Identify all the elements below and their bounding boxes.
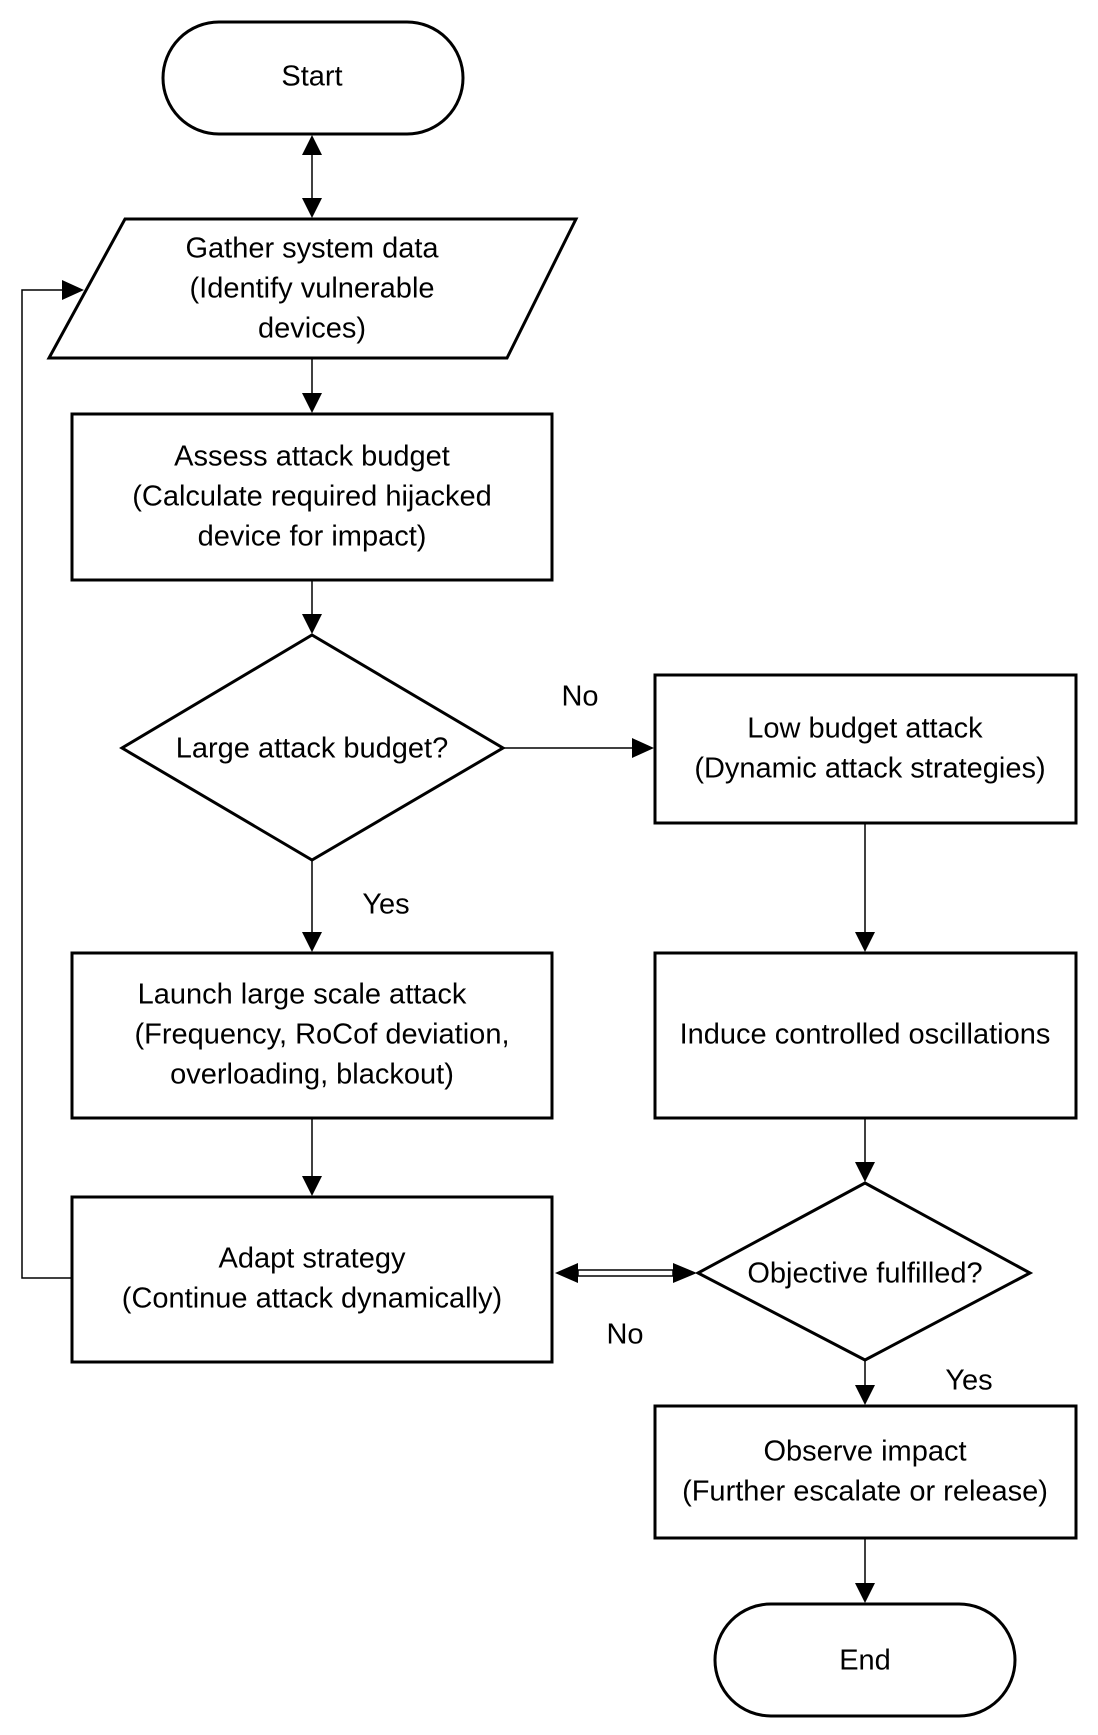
gather-data-node: Gather system data (Identify vulnerable … bbox=[46, 217, 579, 360]
connector-objective-observe bbox=[855, 1360, 875, 1405]
gather-label-line1: Gather system data bbox=[185, 233, 439, 265]
connector-assess-decision bbox=[302, 580, 322, 634]
connector-objective-adapt bbox=[555, 1263, 697, 1283]
connector-start-gather bbox=[302, 135, 322, 218]
connector-largescale-adapt bbox=[302, 1118, 322, 1196]
large-scale-node: Launch large scale attack (Frequency, Ro… bbox=[70, 951, 554, 1120]
large-scale-label-line3: overloading, blackout) bbox=[170, 1059, 454, 1091]
start-node: Start bbox=[161, 20, 465, 136]
edge-label-objective-no: No bbox=[606, 1319, 643, 1351]
large-scale-label-line1: Launch large scale attack bbox=[138, 979, 467, 1011]
induce-label: Induce controlled oscillations bbox=[680, 1019, 1051, 1051]
assess-label-line1: Assess attack budget bbox=[174, 441, 450, 473]
low-budget-node: Low budget attack (Dynamic attack strate… bbox=[653, 673, 1078, 825]
low-budget-label-line2: (Dynamic attack strategies) bbox=[694, 753, 1045, 785]
edge-label-objective-yes: Yes bbox=[945, 1365, 992, 1397]
end-label: End bbox=[839, 1645, 891, 1677]
start-label: Start bbox=[281, 61, 342, 93]
gather-label-line2: (Identify vulnerable bbox=[189, 273, 434, 305]
observe-label-line2: (Further escalate or release) bbox=[682, 1476, 1048, 1508]
connector-adapt-gather-loop bbox=[21, 280, 84, 1279]
gather-label-line3: devices) bbox=[258, 313, 366, 345]
low-budget-label-line1: Low budget attack bbox=[747, 713, 983, 745]
connector-lowbudget-induce bbox=[855, 823, 875, 952]
observe-impact-node: Observe impact (Further escalate or rele… bbox=[653, 1404, 1078, 1540]
budget-decision-node: Large attack budget? bbox=[119, 633, 506, 862]
assess-budget-node: Assess attack budget (Calculate required… bbox=[70, 412, 554, 582]
edge-label-budget-yes: Yes bbox=[362, 889, 409, 921]
connector-decision-lowbudget bbox=[503, 738, 654, 758]
connector-decision-largescale bbox=[302, 860, 322, 952]
observe-label-line1: Observe impact bbox=[763, 1436, 966, 1468]
objective-decision-node: Objective fulfilled? bbox=[694, 1181, 1034, 1362]
end-node: End bbox=[713, 1602, 1017, 1718]
induce-oscillations-node: Induce controlled oscillations bbox=[653, 951, 1078, 1120]
adapt-label-line2: (Continue attack dynamically) bbox=[122, 1283, 502, 1315]
large-scale-label-line2: (Frequency, RoCof deviation, bbox=[134, 1019, 509, 1051]
assess-label-line2: (Calculate required hijacked bbox=[132, 481, 491, 513]
connector-observe-end bbox=[855, 1538, 875, 1603]
objective-decision-label: Objective fulfilled? bbox=[747, 1258, 982, 1290]
assess-label-line3: device for impact) bbox=[198, 521, 427, 553]
adapt-strategy-node: Adapt strategy (Continue attack dynamica… bbox=[70, 1195, 554, 1364]
connector-gather-assess bbox=[302, 358, 322, 413]
edge-label-budget-no: No bbox=[561, 681, 598, 713]
budget-decision-label: Large attack budget? bbox=[176, 733, 448, 765]
adapt-label-line1: Adapt strategy bbox=[219, 1243, 406, 1275]
connector-induce-objective bbox=[855, 1118, 875, 1182]
